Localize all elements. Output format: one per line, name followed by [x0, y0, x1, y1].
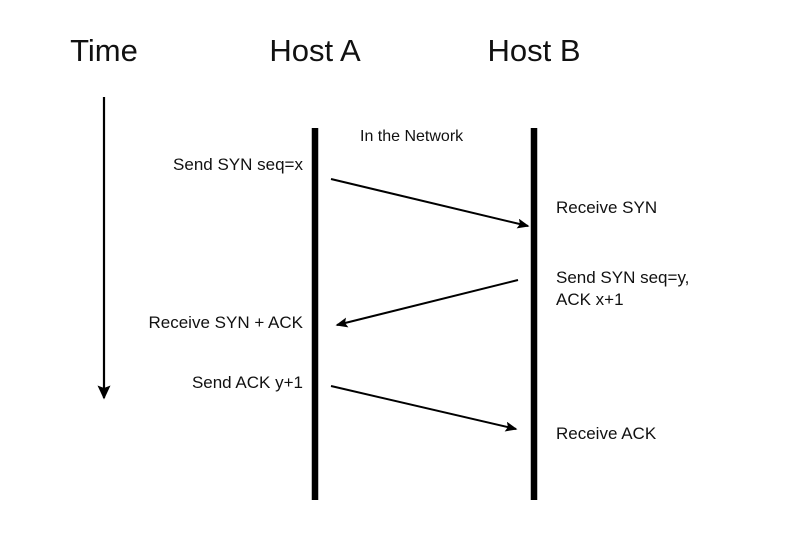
in-the-network-label: In the Network	[360, 128, 464, 145]
label-send-syn-ack-line2: ACK x+1	[556, 290, 624, 309]
label-receive-ack: Receive ACK	[556, 424, 657, 443]
label-send-syn: Send SYN seq=x	[173, 155, 303, 174]
label-receive-syn: Receive SYN	[556, 198, 658, 217]
label-send-syn-ack-line1: Send SYN seq=y,	[556, 268, 690, 287]
label-receive-syn-ack: Receive SYN + ACK	[148, 313, 304, 332]
message-arrow-syn	[330, 178, 530, 229]
host-b-title: Host B	[487, 33, 581, 68]
message-arrow-syn-ack	[335, 279, 519, 328]
label-send-ack: Send ACK y+1	[191, 373, 303, 392]
message-arrow-ack	[330, 385, 518, 432]
host-a-title: Host A	[269, 33, 361, 68]
time-axis-title: Time	[70, 33, 138, 68]
